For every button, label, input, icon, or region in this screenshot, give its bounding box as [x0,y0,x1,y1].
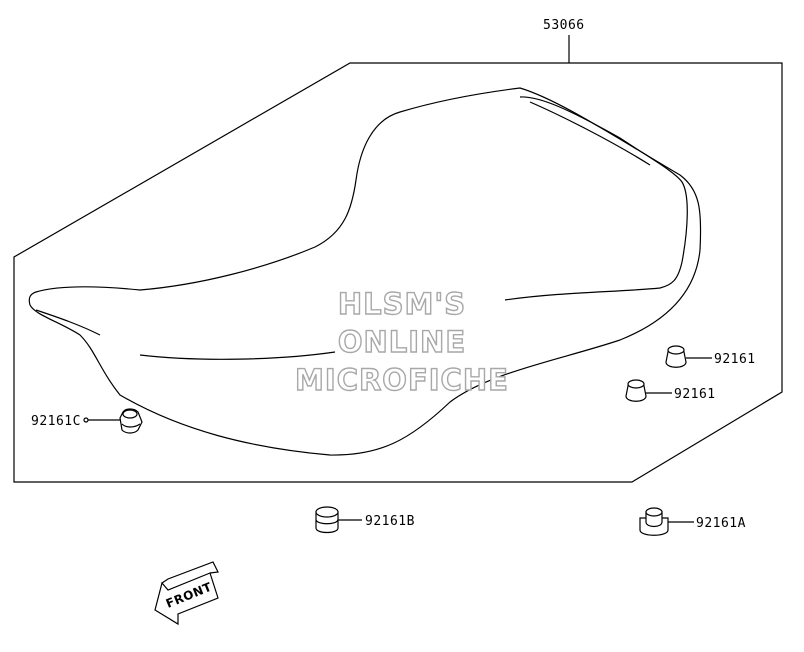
label-92161-upper: 92161 [714,352,756,367]
label-53066: 53066 [543,18,585,33]
label-92161-lower: 92161 [674,387,716,402]
seat [28,87,702,456]
watermark-line-3: MICROFICHE [295,363,509,397]
label-92161a: 92161A [696,516,746,531]
damper-92161-upper [665,345,687,368]
front-arrow: FRONT [154,561,219,626]
damper-92161a [639,507,669,536]
label-92161c: 92161C [31,414,81,429]
assembly-frame [13,62,783,483]
damper-92161-lower [625,379,647,402]
watermark: HLSM'S ONLINE MICROFICHE [294,286,509,397]
watermark-line-1: HLSM'S [338,287,466,321]
label-92161b: 92161B [365,514,415,529]
damper-92161b [315,506,339,534]
damper-92161c [119,408,143,434]
watermark-line-2: ONLINE [338,325,466,359]
